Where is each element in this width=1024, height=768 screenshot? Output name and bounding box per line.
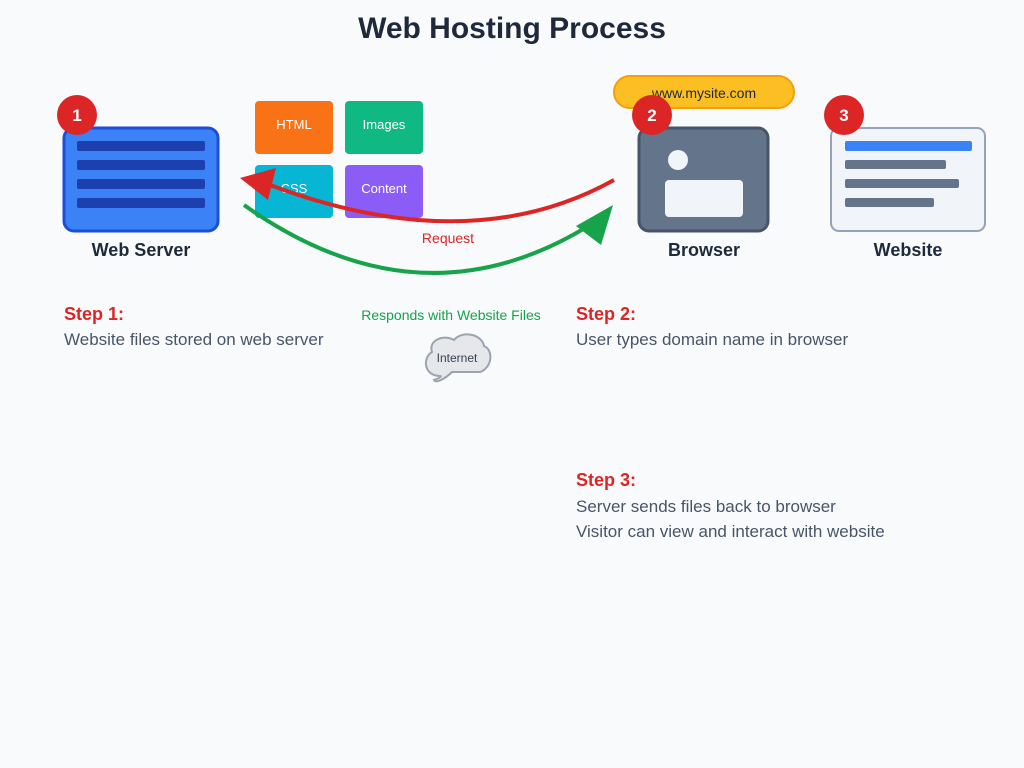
cloud-label: Internet [437, 351, 478, 365]
server-bar [77, 160, 205, 170]
badge-3-number: 3 [839, 106, 848, 125]
browser-node: Browser [637, 126, 770, 260]
step-2-text: User types domain name in browser [576, 330, 848, 349]
badge-1-number: 1 [72, 106, 81, 125]
step-3-title: Step 3: [576, 470, 636, 490]
response-arrow [242, 203, 613, 275]
step-2: Step 2: User types domain name in browse… [576, 304, 848, 349]
step-3: Step 3: Server sends files back to brows… [576, 470, 885, 541]
badge-1: 1 [57, 95, 97, 135]
content-tile [345, 165, 423, 218]
step-1-title: Step 1: [64, 304, 124, 324]
website-text-bar [845, 179, 959, 188]
step-3-text-line-2: Visitor can view and interact with websi… [576, 522, 885, 541]
website-label: Website [874, 240, 943, 260]
response-arrow-line [242, 203, 592, 275]
step-1: Step 1: Website files stored on web serv… [64, 304, 324, 349]
badge-1-circle [57, 95, 97, 135]
step-1-text: Website files stored on web server [64, 330, 324, 349]
request-arrow-line [269, 178, 615, 224]
request-label: Request [422, 230, 474, 246]
browser-content-block [665, 180, 743, 217]
website-text-bar [845, 160, 946, 169]
badge-3: 3 [824, 95, 864, 135]
website-node: Website [830, 127, 986, 260]
file-tiles: HTML Images CSS Content [255, 101, 423, 218]
web-server-label: Web Server [92, 240, 191, 260]
internet-cloud: Internet [424, 333, 492, 383]
badge-3-circle [824, 95, 864, 135]
step-3-text-line-1: Server sends files back to browser [576, 497, 836, 516]
step-2-title: Step 2: [576, 304, 636, 324]
html-tile [255, 101, 333, 154]
request-arrow-head [240, 168, 276, 200]
website-text-bar [845, 198, 934, 207]
images-tile [345, 101, 423, 154]
content-tile-label: Content [361, 181, 407, 196]
badge-2: 2 [632, 95, 672, 135]
web-server-node: Web Server [62, 126, 220, 260]
url-pill-text: www.mysite.com [651, 85, 756, 101]
badge-2-number: 2 [647, 106, 656, 125]
page-title: Web Hosting Process [358, 12, 666, 45]
server-bar [77, 198, 205, 208]
html-tile-label: HTML [276, 117, 311, 132]
cloud-icon [424, 333, 492, 383]
browser-label: Browser [668, 240, 740, 260]
response-arrow-head [576, 205, 613, 245]
request-arrow [240, 168, 615, 224]
response-label: Responds with Website Files [361, 307, 540, 323]
website-header-bar [845, 141, 972, 151]
server-bar [77, 141, 205, 151]
browser-avatar-icon [668, 150, 688, 170]
server-bar [77, 179, 205, 189]
badge-2-circle [632, 95, 672, 135]
images-tile-label: Images [363, 117, 406, 132]
